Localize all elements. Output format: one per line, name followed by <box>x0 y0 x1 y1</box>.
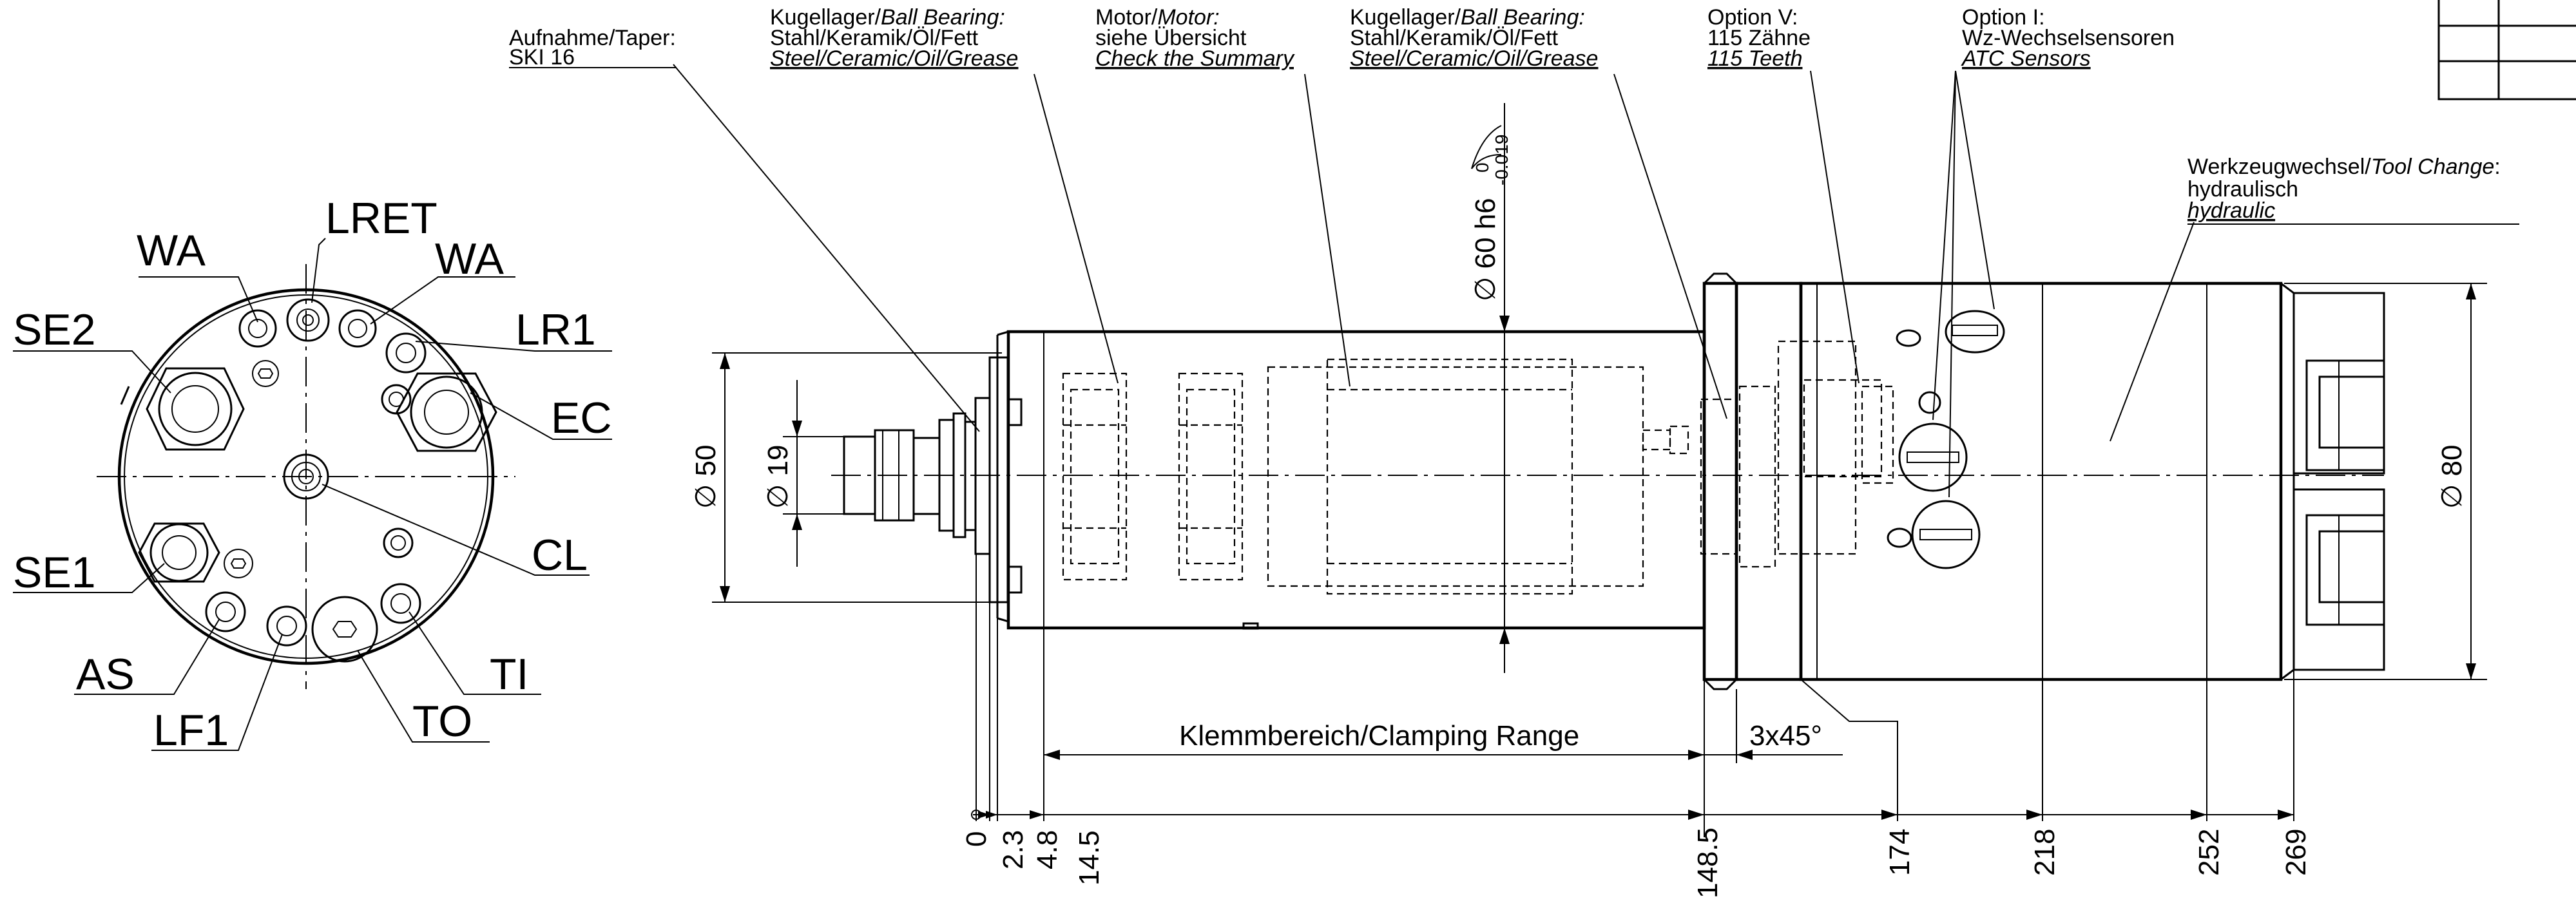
rear-housing <box>1702 272 2295 690</box>
dim-base-14-5: 14.5 <box>1073 830 1105 886</box>
label-se2: SE2 <box>13 305 96 354</box>
callout-tool-change-line3: hydraulic <box>2187 198 2275 223</box>
callout-taper-line2: SKI 16 <box>509 45 575 70</box>
label-wa-right: WA <box>435 234 505 283</box>
dim-dia-50: ∅ 50 <box>690 445 722 509</box>
callout-tool-change-line1: Werkzeugwechsel/Tool Change: <box>2187 155 2501 179</box>
label-ti: TI <box>490 650 528 699</box>
dim-dia-19: ∅ 19 <box>762 445 794 509</box>
label-ec: EC <box>551 394 611 442</box>
dim-chamfer: 3x45° <box>1749 720 1822 752</box>
callout-option-i-line3: ATC Sensors <box>1961 46 2091 71</box>
label-lf1: LF1 <box>153 706 229 755</box>
label-to: TO <box>412 697 472 746</box>
callout-bearing-front-line1: Kugellager/Ball Bearing: <box>770 5 1005 30</box>
dim-base-2-3: 2.3 <box>997 830 1029 869</box>
callout-option-v-line2: 115 Zähne <box>1707 26 1811 50</box>
callout-bearing-front-line3: Steel/Ceramic/Oil/Grease <box>770 46 1018 71</box>
dim-tol-upper: 0 <box>1472 162 1492 173</box>
dim-base-269: 269 <box>2280 829 2312 876</box>
callout-bearing-rear-line2: Stahl/Keramik/Öl/Fett <box>1350 26 1559 50</box>
callout-option-v-line3: 115 Teeth <box>1707 46 1802 71</box>
spindle-body <box>1006 330 1706 630</box>
callout-bearing-rear-line3: Steel/Ceramic/Oil/Grease <box>1350 46 1598 71</box>
label-as: AS <box>76 650 135 699</box>
dim-clamping-range: Klemmbereich/Clamping Range <box>1179 720 1579 752</box>
callout-option-i-line1: Option I: <box>1962 5 2045 30</box>
label-cl: CL <box>532 531 588 580</box>
callout-bearing-front-line2: Stahl/Keramik/Öl/Fett <box>770 26 979 50</box>
dim-base-0: 0 <box>961 831 992 847</box>
side-view <box>673 64 2385 690</box>
cable-gland-left <box>843 397 991 555</box>
end-view: WA LRET WA SE2 LR1 EC CL SE1 AS TI TO LF… <box>13 194 612 755</box>
rear-glands <box>2292 292 2385 671</box>
callout-option-v-line1: Option V: <box>1707 5 1798 30</box>
dim-base-252: 252 <box>2193 829 2225 876</box>
dim-dia-80: ∅ 80 <box>2436 445 2468 509</box>
dim-base-218: 218 <box>2029 829 2061 876</box>
dimensions: ∅ 60 h6 0 -0.019 ∅ 50 ∅ 19 ∅ 80 Klemm <box>690 103 2487 898</box>
callout-motor-line2: siehe Übersicht <box>1095 26 1247 50</box>
dim-base-174: 174 <box>1884 829 1916 876</box>
callout-tool-change-line2: hydraulisch <box>2187 177 2298 202</box>
callout-bearing-rear-line1: Kugellager/Ball Bearing: <box>1350 5 1585 30</box>
callout-motor-line1: Motor/Motor: <box>1095 5 1220 30</box>
title-block <box>2437 0 2576 100</box>
label-se1: SE1 <box>13 548 96 597</box>
callout-taper-line1: Aufnahme/Taper: <box>509 26 676 50</box>
label-lret: LRET <box>325 194 437 243</box>
label-lr1: LR1 <box>515 305 596 354</box>
callout-option-i-line2: Wz-Wechselsensoren <box>1962 26 2175 50</box>
dim-dia-60: ∅ 60 h6 <box>1470 198 1501 301</box>
callouts: Aufnahme/Taper: SKI 16 Kugellager/Ball B… <box>509 5 2519 225</box>
dim-tol-lower: -0.019 <box>1492 135 1512 185</box>
label-wa-left: WA <box>137 226 206 275</box>
dim-base-148-5: 148.5 <box>1692 828 1724 898</box>
callout-motor-line3: Check the Summary <box>1095 46 1295 71</box>
dim-base-4-8: 4.8 <box>1032 830 1063 869</box>
front-flange <box>988 330 1023 623</box>
hidden-internals <box>1062 340 1894 595</box>
